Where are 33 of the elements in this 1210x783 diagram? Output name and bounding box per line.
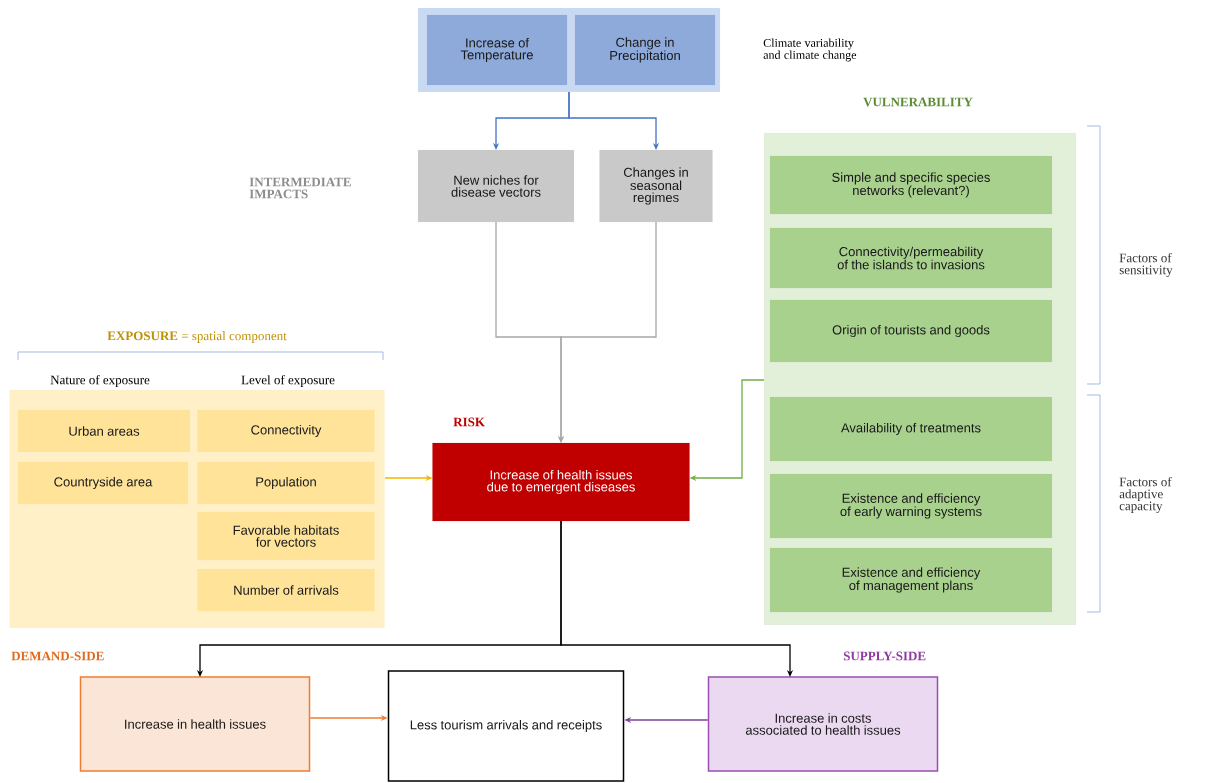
process-box: Changes in seasonal regimes [599,149,713,223]
factor-box: Urban areas [17,409,191,453]
process-box: Increase of Temperature [426,14,568,86]
label: Factors of adaptive capacity [1119,477,1172,513]
process-box: Increase in health issues [79,676,311,772]
factor-box: Existence and efficiency of early warning systems [769,473,1053,539]
risk-box: Increase of health issues due to emergent diseases [432,442,690,522]
column-heading: Level of exposure [241,375,335,387]
label: Factors of sensitivity [1119,253,1173,277]
column-heading: Nature of exposure [50,375,150,387]
label: INTERMEDIATE IMPACTS [249,177,351,199]
factor-box: Number of arrivals [197,568,375,612]
heading: VULNERABILITY [863,97,973,107]
factor-box: Favorable habitats for vectors [197,511,375,561]
factor-box: Simple and specific species networks (relevant?) [769,155,1053,215]
heading: RISK [453,417,485,427]
factor-box: Availability of treatments [769,396,1053,462]
factor-box: Connectivity [197,409,375,453]
heading: DEMAND-SIDE [11,651,104,661]
process-box: Less tourism arrivals and receipts [387,670,625,782]
process-box: New niches for disease vectors [417,149,575,223]
arrow [568,91,660,150]
factor-box: Origin of tourists and goods [769,299,1053,363]
heading: EXPOSURE = spatial component [107,331,287,343]
factor-box: Connectivity/permeability of the islands to invasions [769,227,1053,289]
process-box: Increase in costs associated to health issues [707,676,939,772]
factor-box: Existence and efficiency of management plans [769,547,1053,613]
arrow [560,520,794,677]
process-box: Change in Precipitation [574,14,716,86]
heading: SUPPLY-SIDE [843,651,926,661]
factor-box: Countryside area [17,461,189,505]
factor-box: Population [197,461,375,505]
node-label: Climate variability and climate change [763,38,857,62]
